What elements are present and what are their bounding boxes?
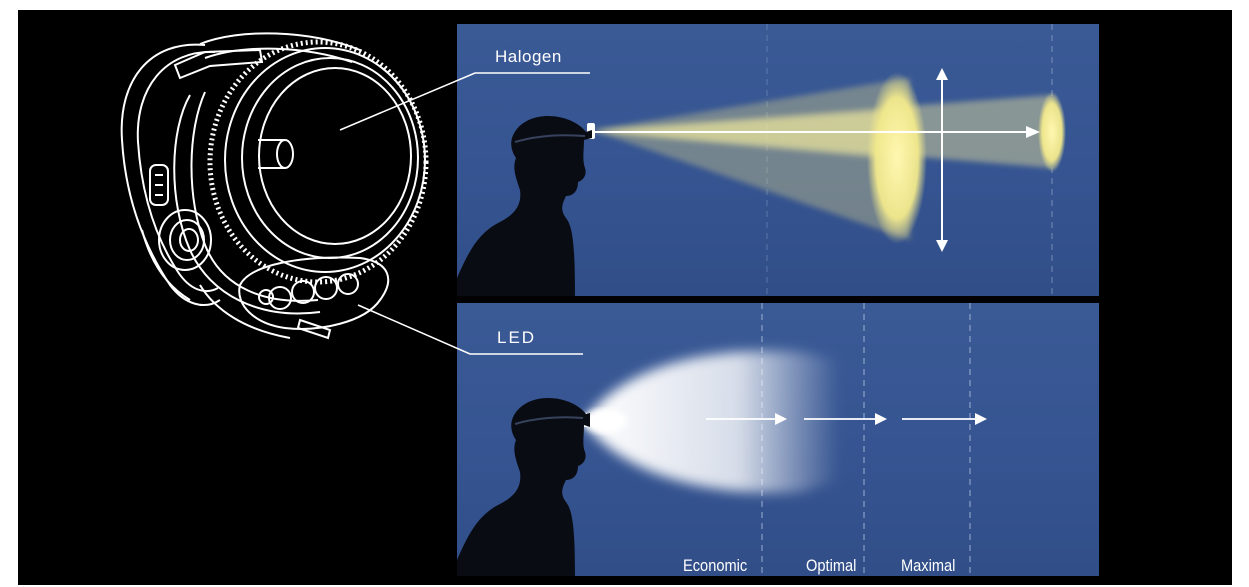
halogen-scene bbox=[457, 24, 1066, 296]
callout-lines bbox=[339, 72, 590, 355]
led-scene bbox=[457, 303, 987, 576]
led-callout bbox=[357, 304, 583, 355]
led-beam bbox=[585, 350, 840, 493]
miner-silhouette-led bbox=[457, 398, 590, 576]
mode-maximal-label: Maximal bbox=[901, 556, 956, 575]
mode-optimal-label: Optimal bbox=[806, 556, 857, 575]
mode-economic-label: Economic bbox=[683, 556, 748, 575]
miner-silhouette-halogen bbox=[457, 116, 592, 296]
halogen-label: Halogen bbox=[495, 47, 562, 66]
headlamp-illustration bbox=[120, 32, 429, 340]
halogen-callout bbox=[339, 72, 590, 131]
led-label: LED bbox=[497, 328, 537, 347]
halogen-near-spot bbox=[867, 72, 927, 244]
halogen-far-spot bbox=[1038, 92, 1066, 172]
halogen-wide-beam bbox=[592, 78, 910, 240]
